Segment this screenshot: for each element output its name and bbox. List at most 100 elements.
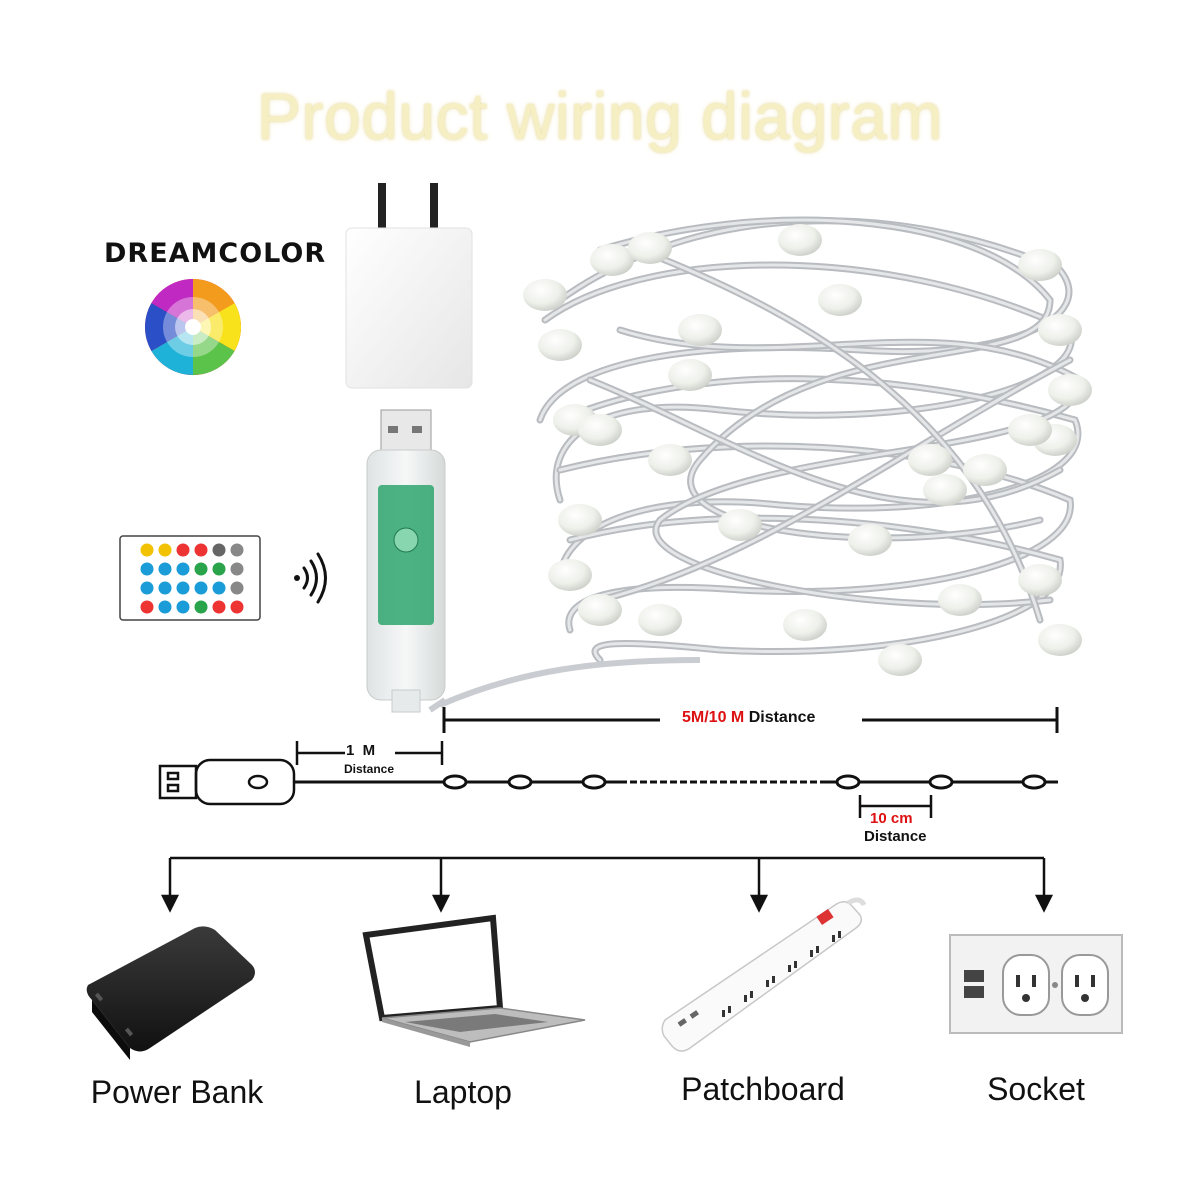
socket-label: Socket [987, 1071, 1085, 1107]
outlet-slot [794, 961, 797, 968]
color-wheel-icon [144, 279, 242, 375]
diagram-title: Product wiring diagram [257, 79, 943, 153]
power-bank-label: Power Bank [90, 1074, 264, 1110]
remote-button [140, 543, 154, 557]
led-bulb [963, 454, 1007, 486]
led-bulb [1008, 414, 1052, 446]
remote-button [140, 581, 154, 595]
usb-plug-schematic-icon [158, 758, 296, 806]
remote-button [212, 562, 226, 576]
bulb-spacing-word: Distance [864, 828, 927, 845]
remote-button [212, 581, 226, 595]
led-bulb [548, 559, 592, 591]
remote-button [158, 562, 172, 576]
led-bulb [1038, 314, 1082, 346]
led-bulb [718, 509, 762, 541]
led-node [835, 774, 861, 790]
led-bulb [1018, 564, 1062, 596]
remote-button [194, 600, 208, 614]
led-node [507, 774, 533, 790]
led-bulb [558, 504, 602, 536]
outlet-slot [816, 946, 819, 953]
remote-button [176, 543, 190, 557]
led-bulb [1018, 249, 1062, 281]
remote-button [176, 600, 190, 614]
led-bulb [628, 232, 672, 264]
outlet-slot [788, 965, 791, 972]
led-string-coil-image [428, 216, 1092, 713]
led-bulb [578, 594, 622, 626]
remote-button [176, 581, 190, 595]
led-bulb [638, 604, 682, 636]
laptop-icon [362, 914, 586, 1047]
led-bulb [923, 474, 967, 506]
led-node [581, 774, 607, 790]
usb-controller-icon [366, 409, 446, 713]
wall-socket-icon [949, 934, 1123, 1034]
bulb-spacing-value: 10 cm [870, 810, 913, 827]
led-bulb [818, 284, 862, 316]
led-string-schematic [294, 774, 1058, 790]
remote-button [230, 543, 244, 557]
remote-button [194, 543, 208, 557]
outlet-slot [772, 976, 775, 983]
lead-length-word: Distance [344, 762, 395, 776]
led-bulb [938, 584, 982, 616]
power-bank-icon [86, 926, 256, 1060]
remote-button [212, 543, 226, 557]
led-bulb [878, 644, 922, 676]
strip-length-word: Distance [748, 709, 816, 726]
power-strip-icon [661, 897, 867, 1052]
led-bulb [678, 314, 722, 346]
distribution-arrows [160, 856, 1054, 913]
outlet-slot [750, 991, 753, 998]
led-bulb [648, 444, 692, 476]
remote-button [158, 600, 172, 614]
lead-length-dimension [295, 741, 444, 765]
remote-button [230, 600, 244, 614]
remote-button [140, 562, 154, 576]
led-bulb [908, 444, 952, 476]
outlet-slot [838, 931, 841, 938]
remote-button [176, 562, 190, 576]
outlet-slot [832, 935, 835, 942]
outlet-slot [766, 980, 769, 987]
remote-button [230, 581, 244, 595]
bulb-spacing-dimension [858, 795, 933, 818]
patchboard-label: Patchboard [681, 1071, 845, 1107]
led-node [1021, 774, 1047, 790]
led-bulb [1048, 374, 1092, 406]
led-bulb [578, 414, 622, 446]
wire-highlight [598, 358, 1072, 602]
laptop-label: Laptop [414, 1074, 512, 1110]
outlet-slot [744, 995, 747, 1002]
outlet-slot [722, 1010, 725, 1017]
led-bulb [848, 524, 892, 556]
led-bulb [590, 244, 634, 276]
remote-button [158, 581, 172, 595]
led-bulb [778, 224, 822, 256]
led-bulb [523, 279, 567, 311]
remote-button [158, 543, 172, 557]
led-node [442, 774, 468, 790]
wireless-signal-icon [294, 552, 327, 604]
remote-button [194, 562, 208, 576]
strip-length-value: 5M/10 M [682, 709, 745, 726]
remote-button [194, 581, 208, 595]
led-node [928, 774, 954, 790]
outlet-slot [728, 1006, 731, 1013]
strip-length-label: 5M/10 M Distance [676, 709, 822, 727]
remote-control-icon [119, 535, 261, 621]
lead-length-value: 1 M [346, 742, 376, 759]
led-bulb [1038, 624, 1082, 656]
remote-button [230, 562, 244, 576]
wire-highlight [588, 378, 1062, 504]
dreamcolor-label: DREAMCOLOR [104, 238, 327, 269]
wire-highlight [638, 248, 1042, 622]
remote-button [212, 600, 226, 614]
power-adapter-icon [345, 183, 473, 389]
led-bulb [668, 359, 712, 391]
led-bulb [783, 609, 827, 641]
remote-button [140, 600, 154, 614]
